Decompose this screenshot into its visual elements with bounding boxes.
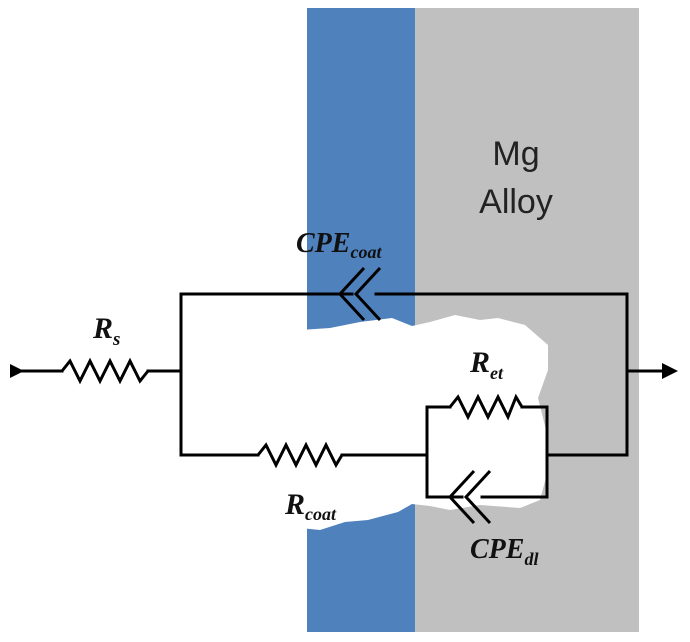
circuit-wires <box>10 292 666 499</box>
cpe-coat-symbol <box>337 266 382 322</box>
alloy-label-line1: Mg <box>492 135 539 173</box>
r-coat-resistor-symbol <box>256 441 344 469</box>
alloy-label-line2: Alloy <box>479 183 553 221</box>
rs-resistor-symbol <box>60 357 150 385</box>
rs-label: Rs <box>92 312 120 350</box>
cpe-dl-symbol <box>447 469 492 525</box>
cpe-coat-label: CPEcoat <box>296 228 382 262</box>
r-et-resistor-symbol <box>448 393 524 421</box>
coating-layer <box>307 8 415 632</box>
r-coat-label: Rcoat <box>284 488 337 524</box>
cpe-dl-label: CPEdl <box>470 534 538 569</box>
r-et-label: Ret <box>469 346 504 383</box>
output-terminal-arrow <box>662 363 678 379</box>
